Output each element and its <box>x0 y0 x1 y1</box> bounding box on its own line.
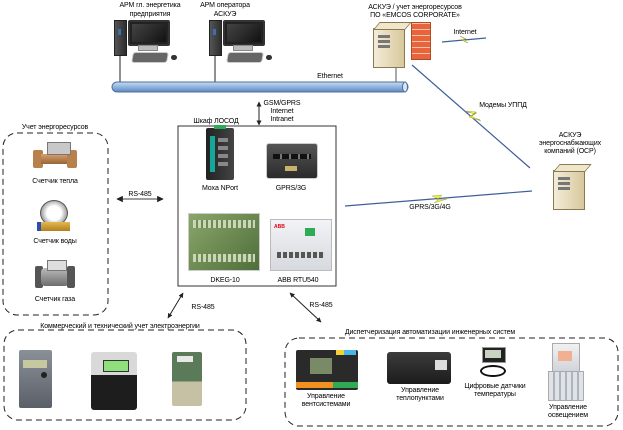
workstation-1-title-line2: предприятия <box>129 11 171 18</box>
gprs-label: GPRS/3G/4G <box>409 204 451 211</box>
dispatch-item-4-line2: освещением <box>548 412 588 419</box>
dkeg-terminals-bottom <box>193 254 255 262</box>
energy-item-label-heat: Счетчик тепла <box>32 178 78 185</box>
abb-logo-icon: ABB <box>274 224 285 230</box>
cabinet-device-abb[interactable]: ABB <box>270 219 332 271</box>
dispatch-item-1-line1: Управление <box>307 393 345 400</box>
terminal-block-icon <box>214 125 226 129</box>
cabinet-device-label-moxa: Moxa NPort <box>202 185 238 192</box>
gprs-connector <box>285 166 297 171</box>
cabinet-device-dkeg[interactable] <box>188 213 260 271</box>
modems-label: Модемы УППД <box>479 102 527 109</box>
dispatch-lighting-relay-icon[interactable] <box>548 343 584 401</box>
energy-resources-title: Учет энергоресурсов <box>21 124 89 131</box>
gsm-label-line3: Intranet <box>270 116 294 123</box>
ethernet-label: Ethernet <box>317 73 343 80</box>
rs485-bottom-right-label: RS-485 <box>309 302 333 309</box>
workstation-1[interactable] <box>114 20 184 65</box>
energy-item-label-water: Счетчик воды <box>33 238 77 245</box>
electricity-meter-1-icon[interactable] <box>19 350 52 408</box>
moxa-ports <box>218 138 228 142</box>
mouse-icon <box>266 55 272 60</box>
gsm-label-line2: Internet <box>270 108 294 115</box>
server-main-icon[interactable] <box>373 28 405 68</box>
energy-resources-box <box>2 132 109 316</box>
gsm-label-line1: GSM/GPRS <box>263 100 301 107</box>
workstation-2[interactable] <box>209 20 279 65</box>
electricity-meter-3-icon[interactable] <box>172 352 202 406</box>
dispatch-heating-controller-icon[interactable] <box>387 352 451 384</box>
mouse-icon <box>171 55 177 60</box>
cabinet-device-label-abb: ABB RTU540 <box>277 277 319 284</box>
dispatch-item-1-line2: вентсистемами <box>301 401 351 408</box>
rs485-left-label: RS-485 <box>128 191 152 198</box>
keyboard-icon <box>226 52 264 63</box>
internet-lightning-icon <box>459 35 469 44</box>
dispatch-item-4-line1: Управление <box>549 404 587 411</box>
server-supplier-line2: энергоснабжающих <box>538 140 602 147</box>
workstation-1-title-line1: АРМ гл. энергетика <box>119 2 181 9</box>
rs485-bottom-left-label: RS-485 <box>191 304 215 311</box>
dispatch-item-3-line2: температуры <box>474 391 516 398</box>
monitor-icon <box>223 20 265 46</box>
modems-lightning-fill <box>465 110 482 122</box>
cabinet-device-moxa[interactable] <box>206 125 234 180</box>
gas-meter-icon[interactable] <box>35 258 75 290</box>
workstation-2-title-line2: АСКУЭ <box>213 11 237 18</box>
abb-ports <box>277 252 325 258</box>
server-supplier-line1: АСКУЭ <box>558 132 582 139</box>
server-main-title-line2: ПО «EMCOS CORPORATE» <box>370 12 460 19</box>
internet-label: Internet <box>453 29 477 36</box>
electricity-title: Коммерческий и технический учет электроэ… <box>40 323 200 330</box>
energy-item-label-gas: Счетчик газа <box>34 296 76 303</box>
electricity-meter-2-icon[interactable] <box>91 352 137 410</box>
dispatch-ventilation-controller-icon[interactable] <box>296 350 358 390</box>
dkeg-terminals <box>193 220 255 228</box>
workstation-2-title-line1: АРМ оператора <box>200 2 250 9</box>
server-supplier-line3: компаний (ОСР) <box>544 148 596 155</box>
gprs-lightning-icon <box>431 194 448 204</box>
dispatch-item-3-line1: Цифровые датчики <box>464 383 526 390</box>
dispatch-box <box>284 337 619 427</box>
dispatch-item-2-line1: Управление <box>401 387 439 394</box>
dispatch-title: Диспетчеризация автоматизации инженерных… <box>344 329 516 336</box>
pc-tower-icon <box>114 20 127 56</box>
rs485-bottom-right-arrow <box>289 292 322 323</box>
ethernet-bus-end <box>402 81 408 93</box>
dispatch-temp-sensor-icon[interactable] <box>478 347 508 377</box>
water-meter-icon[interactable] <box>37 200 70 234</box>
ethernet-bus <box>111 81 409 93</box>
rs485-bottom-left-arrow <box>167 292 184 319</box>
cabinet-device-gprs[interactable] <box>266 143 318 179</box>
firewall-icon <box>411 22 431 60</box>
server-supplier-icon[interactable] <box>553 170 585 210</box>
heat-meter-icon[interactable] <box>33 140 77 170</box>
monitor-stand <box>233 45 253 51</box>
keyboard-icon <box>131 52 169 63</box>
server-main-title-line1: АСКУЭ / учет энергоресурсов <box>368 4 462 11</box>
cabinet-title: Шкаф ЛОСОД <box>193 118 239 125</box>
monitor-icon <box>128 20 170 46</box>
monitor-stand <box>138 45 158 51</box>
pc-tower-icon <box>209 20 222 56</box>
cabinet-device-label-gprs: GPRS/3G <box>275 185 307 192</box>
dispatch-item-2-line2: теплопунктами <box>396 395 444 402</box>
gprs-ports <box>273 154 311 159</box>
abb-terminal <box>305 228 315 236</box>
cabinet-device-label-dkeg: DKEG-10 <box>210 277 240 284</box>
moxa-stripe <box>210 136 215 172</box>
